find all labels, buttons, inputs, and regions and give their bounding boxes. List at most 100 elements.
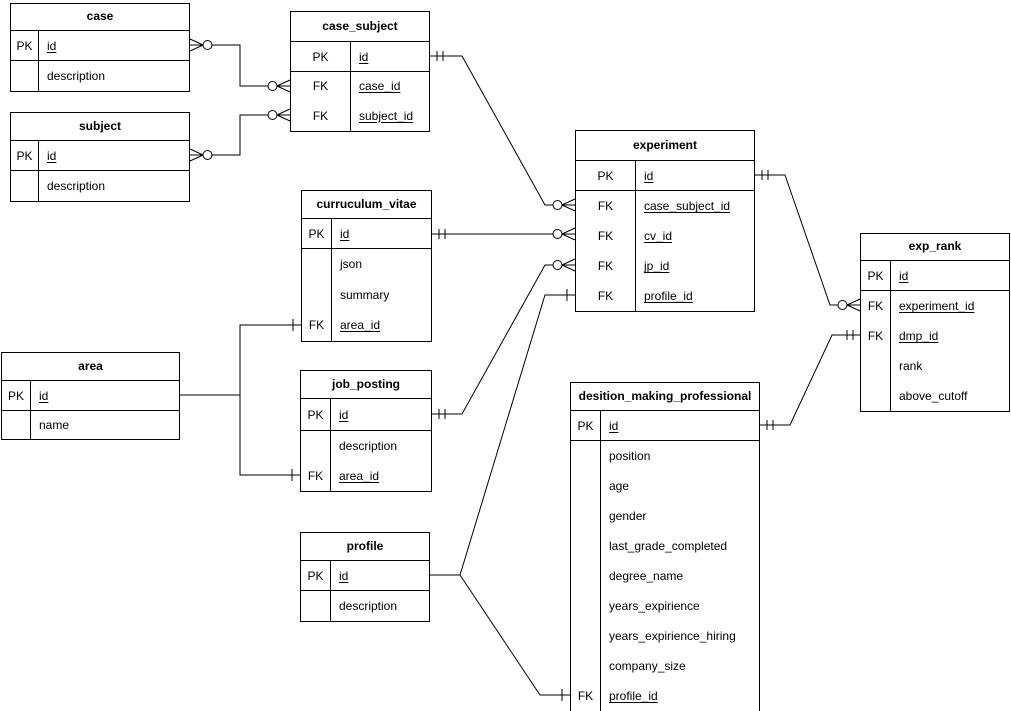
key-badge <box>301 591 331 621</box>
connector-profile-to-experiment[interactable] <box>430 289 575 576</box>
connector-subject-to-case_subject[interactable] <box>189 108 291 162</box>
row-desition_making_professional-age: age <box>571 471 759 501</box>
connector-profile-to-desition_making_professional[interactable] <box>459 574 570 701</box>
row-job_posting-area_id: FK area_id <box>301 461 431 491</box>
field-name: id <box>609 419 619 433</box>
key-badge: FK <box>861 321 891 351</box>
entity-title-area: area <box>2 353 179 381</box>
field-name: case_subject_id <box>644 199 731 213</box>
key-badge: PK <box>291 42 351 71</box>
key-badge <box>302 279 332 311</box>
field-name: cv_id <box>644 229 673 243</box>
row-exp_rank-above_cutoff: above_cutoff <box>861 381 1009 411</box>
field-name: id <box>47 39 57 53</box>
key-badge <box>861 381 891 411</box>
row-experiment-cv_id: FK cv_id <box>576 221 754 251</box>
connector-case-to-case_subject[interactable] <box>189 38 291 93</box>
row-desition_making_professional-degree_name: degree_name <box>571 561 759 591</box>
key-badge <box>2 411 31 439</box>
connector-curruculum_vitae-to-experiment[interactable] <box>432 227 576 241</box>
field-name: position <box>609 449 651 463</box>
row-job_posting-description: description <box>301 431 431 461</box>
entity-title-curruculum_vitae: curruculum_vitae <box>302 191 431 219</box>
connector-area-to-curruculum_vitae[interactable] <box>180 319 301 396</box>
field-name: profile_id <box>644 289 693 303</box>
key-badge: FK <box>291 72 351 102</box>
row-desition_making_professional-gender: gender <box>571 501 759 531</box>
entity-title-profile: profile <box>301 533 429 561</box>
key-badge: FK <box>576 251 636 281</box>
row-desition_making_professional-years_expirience_hiring: years_expirience_hiring <box>571 621 759 651</box>
entity-title-subject: subject <box>11 113 189 141</box>
field-name: id <box>339 569 349 583</box>
key-badge <box>571 591 601 621</box>
field-name: age <box>609 479 630 493</box>
key-badge: FK <box>861 291 891 321</box>
key-badge: FK <box>571 681 601 711</box>
connector-experiment-to-exp_rank[interactable] <box>755 170 861 312</box>
row-profile-description: description <box>301 591 429 621</box>
field-name: case_id <box>359 79 401 93</box>
row-exp_rank-rank: rank <box>861 351 1009 381</box>
row-case_subject-case_id: FK case_id <box>291 72 429 102</box>
connector-desition_making_professional-to-exp_rank[interactable] <box>760 330 860 430</box>
connector-case_subject-to-experiment[interactable] <box>430 51 576 212</box>
connector-area-to-job_posting[interactable] <box>239 395 300 481</box>
field-name: name <box>39 418 70 432</box>
key-badge: FK <box>576 191 636 221</box>
field-name: json <box>340 257 363 271</box>
key-badge: PK <box>2 381 31 410</box>
entity-title-desition_making_professional: desition_making_professional <box>571 383 759 411</box>
key-badge <box>571 471 601 501</box>
field-name: subject_id <box>359 108 414 123</box>
key-badge: FK <box>576 281 636 311</box>
entity-title-experiment: experiment <box>576 131 754 161</box>
key-badge: FK <box>302 310 332 342</box>
field-name: area_id <box>339 469 380 483</box>
field-name: id <box>899 269 909 283</box>
field-name: gender <box>609 509 647 523</box>
key-badge: FK <box>301 461 331 491</box>
key-badge <box>571 561 601 591</box>
field-name: above_cutoff <box>899 389 968 403</box>
field-name: description <box>47 69 106 83</box>
row-area-name: name <box>2 411 179 439</box>
key-badge: PK <box>301 561 331 590</box>
key-badge: FK <box>291 101 351 131</box>
key-badge: PK <box>571 411 601 440</box>
entity-title-case_subject: case_subject <box>291 12 429 42</box>
field-name: id <box>47 149 57 163</box>
key-badge <box>571 651 601 681</box>
key-badge <box>571 531 601 561</box>
key-badge: FK <box>576 221 636 251</box>
key-badge <box>571 501 601 531</box>
key-badge <box>571 441 601 471</box>
row-desition_making_professional-years_expirience: years_expirience <box>571 591 759 621</box>
entity-title-case: case <box>11 4 189 31</box>
field-name: last_grade_completed <box>609 539 728 553</box>
connector-job_posting-to-experiment[interactable] <box>432 258 576 419</box>
field-name: years_expirience <box>609 599 700 613</box>
row-desition_making_professional-position: position <box>571 441 759 471</box>
key-badge: PK <box>301 399 331 430</box>
row-case_subject-subject_id: FK subject_id <box>291 101 429 131</box>
